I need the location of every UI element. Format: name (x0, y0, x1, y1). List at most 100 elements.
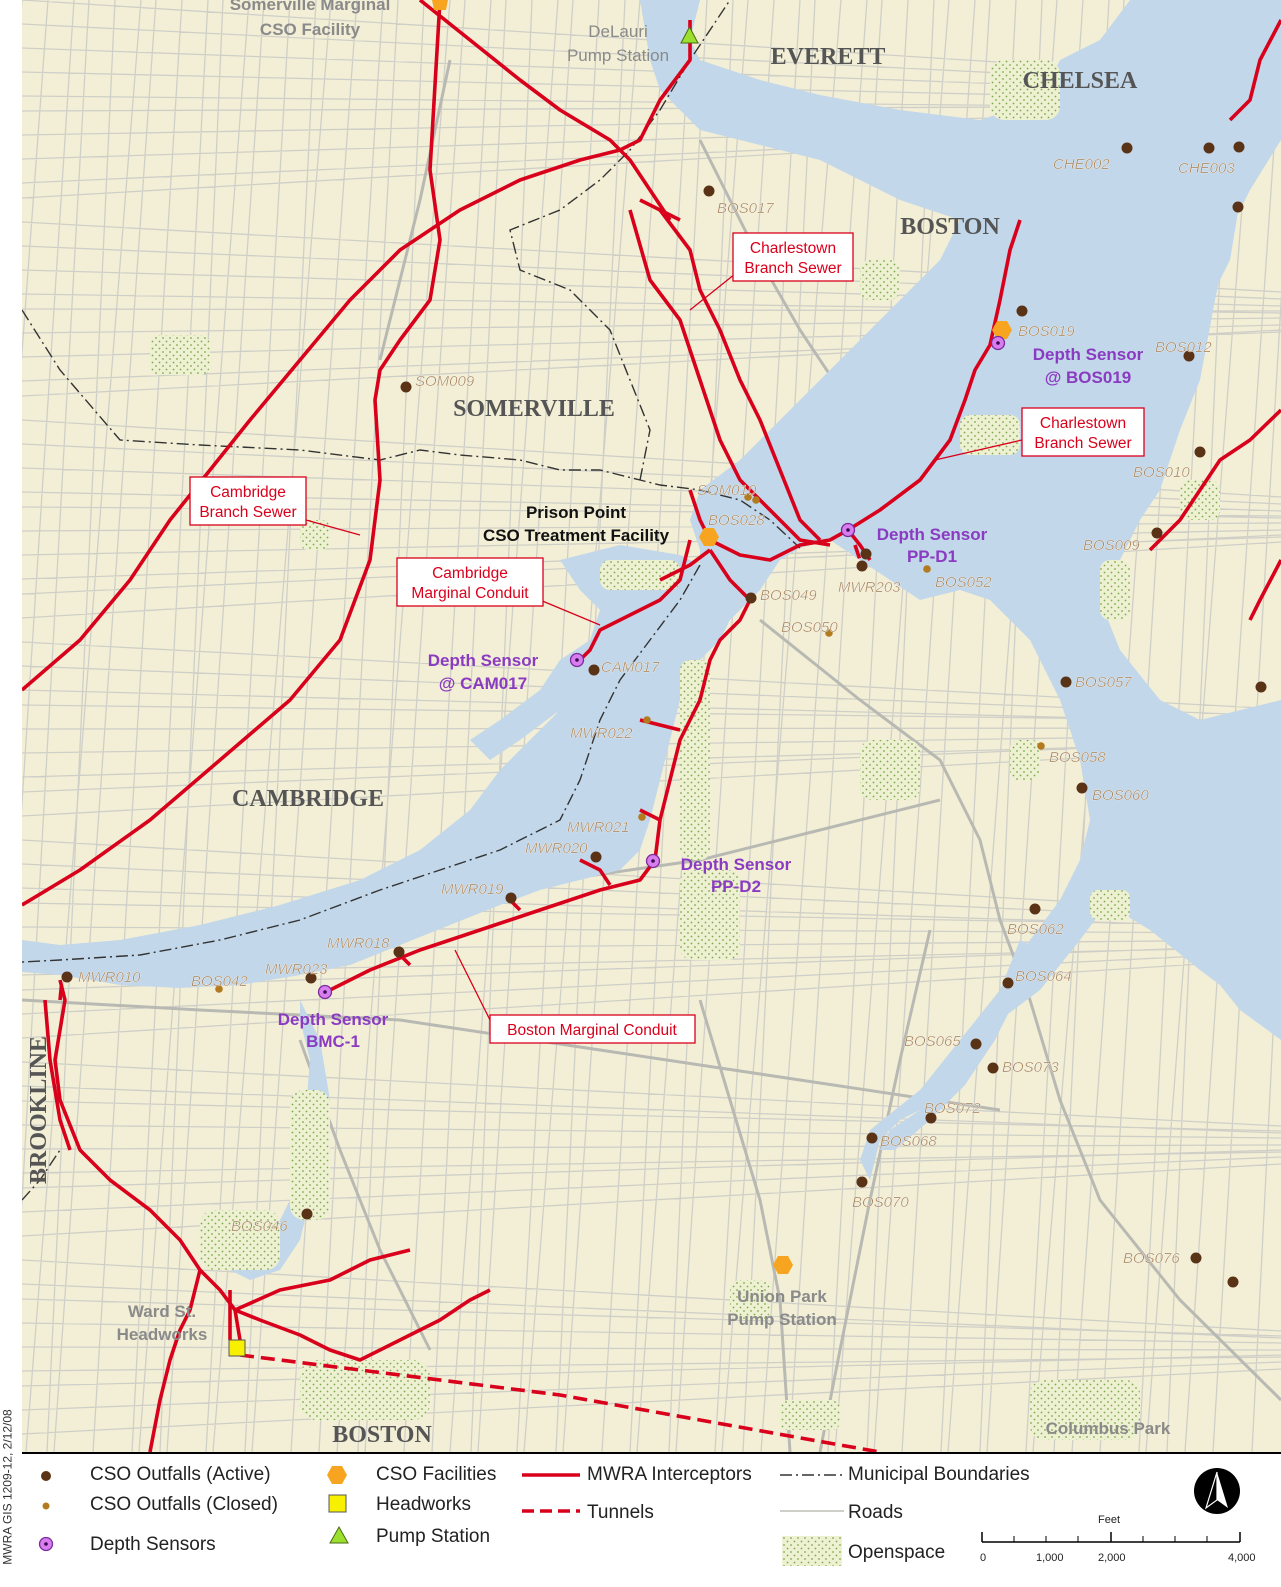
outfall-bos010 (1194, 446, 1206, 458)
outfall-label-bos050: BOS050 (781, 619, 838, 636)
outfall-mwr023 (305, 972, 317, 984)
town-boston-north: BOSTON (900, 214, 1000, 240)
park (680, 870, 740, 960)
major-road (818, 929, 932, 1452)
delauri-pump-station (680, 25, 699, 44)
mwra-interceptors (22, 0, 1281, 1452)
north-arrow-icon (1194, 1468, 1240, 1514)
outfall-label-bos062: BOS062 (1007, 921, 1064, 938)
legend-interceptor-symbol (522, 1473, 580, 1477)
outfall-label-bos060: BOS060 (1092, 787, 1149, 804)
outfall-label-bos076: BOS076 (1123, 1250, 1180, 1267)
cso-facility-bos019 (992, 321, 1012, 339)
town-cambridge: CAMBRIDGE (232, 786, 384, 812)
outfall-label-bos052: BOS052 (935, 574, 992, 591)
outfall-che003 (1203, 142, 1215, 154)
park (960, 415, 1020, 455)
sensor-ppd2 (645, 853, 661, 869)
outfall-label-mwr019: MWR019 (441, 881, 504, 898)
outfall-label-bos009: BOS009 (1083, 537, 1140, 554)
outfall-label-cam017: CAM017 (601, 659, 660, 676)
outfall-bos070 (856, 1176, 868, 1188)
park (290, 1090, 330, 1220)
park (860, 740, 920, 800)
park (1030, 1380, 1140, 1440)
facility-symbols (228, 0, 1012, 1357)
outfall-label-bos028: BOS028 (708, 512, 765, 529)
park (990, 60, 1060, 120)
major-road (378, 59, 452, 361)
outfall-bos076 (1190, 1252, 1202, 1264)
outfall-bos073 (987, 1062, 999, 1074)
legend-openspace-symbol (782, 1536, 842, 1566)
outfall-label-bos072: BOS072 (924, 1100, 981, 1117)
legend-active: CSO Outfalls (Active) (90, 1464, 271, 1485)
outfall-label-bos046: BOS046 (231, 1218, 288, 1235)
outfall-label-som010: SOM010 (697, 482, 757, 499)
scale-tick-2000: 2,000 (1098, 1552, 1126, 1564)
outfall-unlabeled (860, 548, 872, 560)
openspace-layer (150, 60, 1220, 1440)
outfall-unlabeled (1232, 201, 1244, 213)
outfall-label-mwr021: MWR021 (567, 819, 630, 836)
legend-boundaries: Municipal Boundaries (848, 1464, 1030, 1485)
map-credit: MWRA GIS 1209-12, 2/12/08 (0, 1409, 15, 1565)
label-columbus-park: Columbus Park (1046, 1419, 1171, 1438)
outfall-som010 (744, 493, 752, 501)
outfall-bos058 (1037, 742, 1045, 750)
sensor-ppd1 (840, 522, 856, 538)
outfall-bos009 (1151, 527, 1163, 539)
outfall-bos046 (301, 1208, 313, 1220)
town-somerville: SOMERVILLE (453, 396, 615, 422)
outfall-mwr018 (393, 946, 405, 958)
east-basin (1100, 850, 1281, 1010)
scale-bar-graphic (981, 1532, 1241, 1543)
legend-road-symbol (780, 1510, 844, 1512)
outfall-label-che002: CHE002 (1053, 156, 1110, 173)
outfall-bos042 (215, 985, 223, 993)
outfall-label-mwr203: MWR203 (838, 579, 901, 596)
outfall-bos019 (1016, 305, 1028, 317)
park (1090, 890, 1130, 920)
town-brookline: BROOKLINE (26, 1036, 52, 1184)
park (1010, 740, 1040, 780)
outfall-label-bos042: BOS042 (191, 973, 248, 990)
park (730, 1280, 770, 1320)
outfall-label-mwr023: MWR023 (265, 961, 328, 978)
park (860, 260, 900, 300)
sensor-label-bos019: Depth Sensor@ BOS019 (1033, 345, 1144, 387)
sensor-bos019 (990, 335, 1006, 351)
outfall-bos072 (925, 1112, 937, 1124)
legend-headworks: Headworks (376, 1494, 472, 1515)
park (300, 520, 330, 550)
outfall-label-bos010: BOS010 (1133, 464, 1190, 481)
callout-boston-marginal: Boston Marginal Conduit (507, 1022, 677, 1039)
outfall-label-bos064: BOS064 (1015, 968, 1072, 985)
outfall-label-som009: SOM009 (415, 373, 475, 390)
outfall-unlabeled (1233, 141, 1245, 153)
scale-tick-1000: 1,000 (1036, 1552, 1064, 1564)
union-park-pump (773, 1256, 793, 1274)
legend-sensor-symbol (38, 1536, 54, 1552)
sensor-cam017 (569, 652, 585, 668)
legend-sensors: Depth Sensors (90, 1534, 216, 1555)
park (1100, 560, 1130, 620)
outfall-bos064 (1002, 977, 1014, 989)
town-boston-south: BOSTON (332, 1422, 432, 1448)
outfall-label-bos012: BOS012 (1155, 339, 1212, 356)
callout-leaders (305, 269, 1023, 1021)
outfall-mwr020 (590, 851, 602, 863)
legend-tunnel-symbol (522, 1509, 580, 1513)
outfall-label-bos049: BOS049 (760, 587, 817, 604)
